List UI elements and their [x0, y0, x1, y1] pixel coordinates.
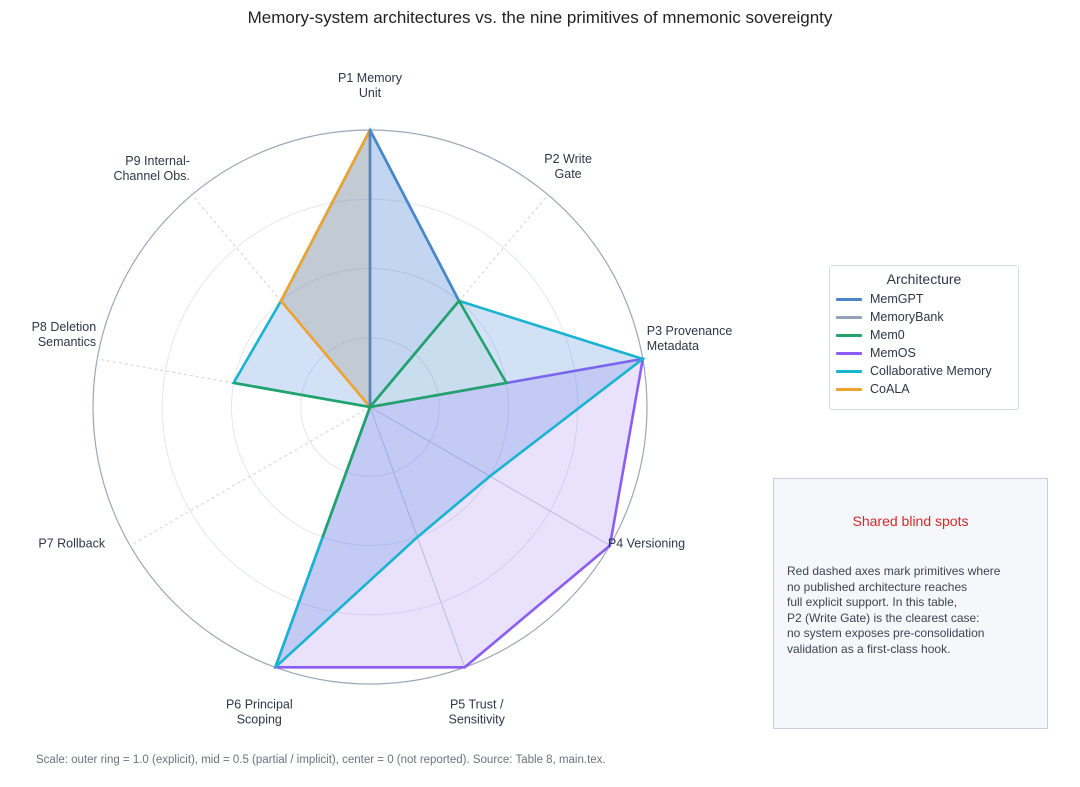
legend-label: MemoryBank [870, 310, 944, 324]
legend-label: Mem0 [870, 328, 905, 342]
scale-caption: Scale: outer ring = 1.0 (explicit), mid … [36, 754, 606, 766]
legend-label: MemOS [870, 346, 916, 360]
axis-label-line: Metadata [647, 339, 699, 353]
axis-label-line: Unit [359, 86, 382, 100]
axis-label-p5: P5 Trust /Sensitivity [449, 697, 506, 726]
axis-label-line: Gate [555, 167, 582, 181]
legend-swatch [836, 351, 862, 355]
axis-label-line: Channel Obs. [113, 169, 189, 183]
axis-spoke [129, 406, 371, 547]
legend-label: Collaborative Memory [870, 364, 992, 378]
axis-label-p9: P9 Internal-Channel Obs. [113, 154, 189, 183]
radar-series [231, 127, 646, 669]
legend-item: CoALA [836, 380, 1018, 398]
legend-label: CoALA [870, 382, 910, 396]
legend-item: Collaborative Memory [836, 362, 1018, 380]
axis-label-line: P6 Principal [226, 697, 293, 711]
series-collaborative-memory [231, 127, 646, 669]
blind-spots-note: Shared blind spots Red dashed axes mark … [773, 478, 1048, 729]
legend-item: MemOS [836, 344, 1018, 362]
axis-label-p7: P7 Rollback [38, 537, 105, 551]
chart-title: Memory-system architectures vs. the nine… [247, 8, 833, 27]
axis-label-line: Sensitivity [449, 712, 506, 726]
legend-title: Architecture [886, 271, 962, 287]
axis-label-line: Scoping [237, 712, 282, 726]
legend-swatch [836, 387, 862, 391]
legend-item: Mem0 [836, 326, 1018, 344]
axis-label-line: P9 Internal- [125, 154, 190, 168]
axis-label-line: P1 Memory [338, 71, 403, 85]
axis-label-line: P4 Versioning [608, 537, 685, 551]
legend-item: MemGPT [836, 290, 1018, 308]
legend-swatch [836, 297, 862, 301]
series-mem0 [233, 298, 509, 538]
axis-label-line: P7 Rollback [38, 537, 105, 551]
note-title: Shared blind spots [852, 513, 969, 529]
legend-swatch [836, 333, 862, 337]
legend-label: MemGPT [870, 292, 924, 306]
axis-label-line: P3 Provenance [647, 324, 733, 338]
legend-swatch [836, 315, 862, 319]
axis-label-line: P2 Write [544, 152, 592, 166]
axis-label-line: P5 Trust / [450, 697, 504, 711]
axis-label-line: Semantics [38, 335, 96, 349]
legend-item: MemoryBank [836, 308, 1018, 326]
axis-label-line: P8 Deletion [32, 320, 97, 334]
note-body: Red dashed axes mark primitives where no… [787, 564, 1001, 656]
axis-label-p4: P4 Versioning [608, 537, 685, 551]
legend-swatch [836, 369, 862, 373]
